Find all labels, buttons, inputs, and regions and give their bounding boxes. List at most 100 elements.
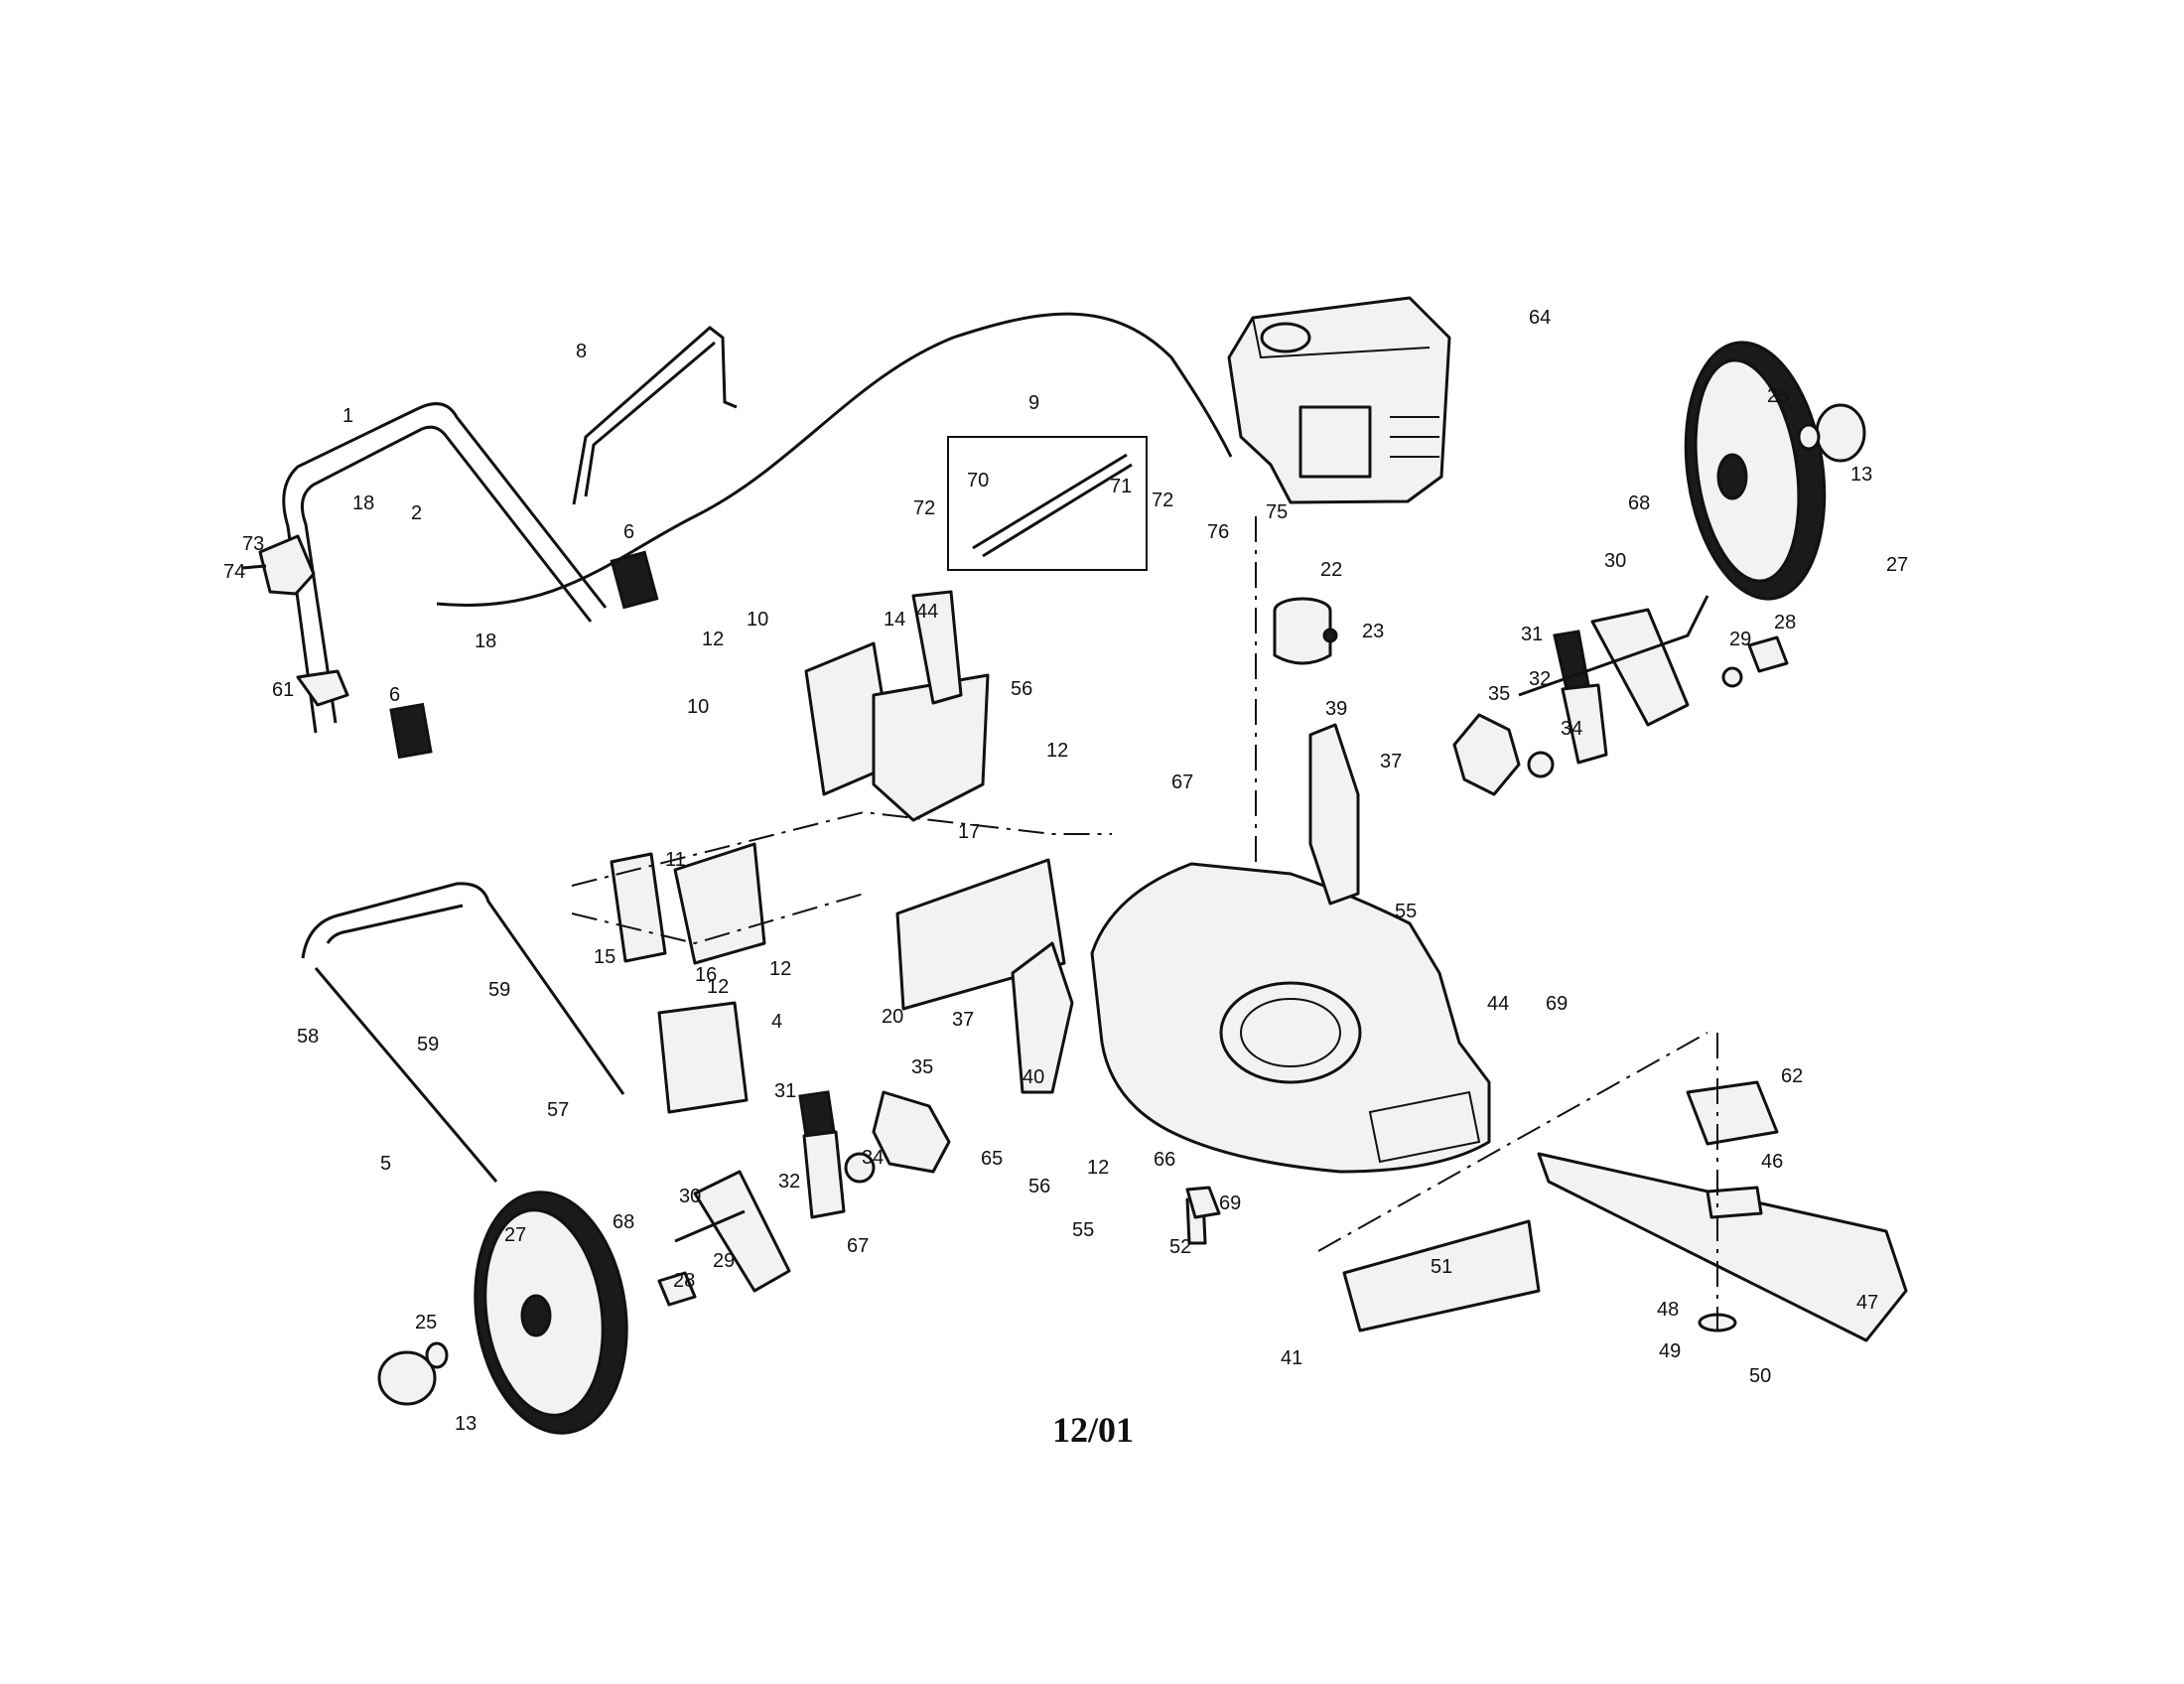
callout-44: 44 (1487, 993, 1509, 1015)
callout-70: 70 (967, 470, 989, 491)
washer-right (1721, 666, 1743, 688)
callout-17: 17 (958, 821, 980, 843)
height-plate-front (1011, 941, 1074, 1094)
handle-knob (389, 702, 433, 760)
callout-49: 49 (1659, 1340, 1681, 1362)
callout-9: 9 (1028, 392, 1039, 414)
callout-6: 6 (623, 521, 634, 543)
callout-16: 16 (695, 964, 717, 986)
callout-67: 67 (847, 1235, 869, 1257)
centerline-frame-2 (571, 893, 865, 945)
callout-10: 10 (747, 609, 768, 631)
lower-handle (301, 882, 625, 1183)
callout-12: 12 (707, 976, 729, 998)
callout-65: 65 (981, 1148, 1003, 1170)
callout-37: 37 (952, 1009, 974, 1031)
hubcap-right (1815, 403, 1866, 463)
rear-chute (872, 673, 990, 822)
height-adjuster-left (693, 1170, 791, 1293)
bolt-left (657, 1271, 697, 1307)
callout-12: 12 (1046, 740, 1068, 762)
callout-35: 35 (1488, 683, 1510, 705)
callout-69: 69 (1546, 993, 1568, 1015)
callout-31: 31 (774, 1080, 796, 1102)
callout-56: 56 (1028, 1176, 1050, 1197)
callout-55: 55 (1395, 901, 1417, 922)
callout-1: 1 (342, 405, 353, 427)
right-wheel (1684, 341, 1827, 601)
callout-40: 40 (1023, 1066, 1044, 1088)
callout-30: 30 (1604, 550, 1626, 572)
callout-46: 46 (1761, 1151, 1783, 1173)
throttle-control (241, 534, 316, 596)
centerline-deck-blade (1317, 1032, 1708, 1252)
upper-handle (282, 402, 659, 734)
callout-12: 12 (769, 958, 791, 980)
callout-72: 72 (1152, 490, 1173, 511)
callout-34: 34 (1561, 718, 1582, 740)
callout-5: 5 (380, 1153, 391, 1175)
callout-29: 29 (1729, 629, 1751, 650)
left-wheel (474, 1191, 628, 1435)
callout-73: 73 (242, 533, 264, 555)
callout-57: 57 (547, 1099, 569, 1121)
callout-32: 32 (778, 1171, 800, 1193)
callout-68: 68 (613, 1211, 634, 1233)
callout-41: 41 (1281, 1347, 1302, 1369)
callout-61: 61 (272, 679, 294, 701)
axle-left (674, 1209, 746, 1243)
callout-25: 25 (1767, 385, 1789, 407)
callout-58: 58 (297, 1026, 319, 1048)
callout-20: 20 (882, 1006, 903, 1028)
mower-deck (1090, 862, 1491, 1174)
callout-50: 50 (1749, 1365, 1771, 1387)
callout-34: 34 (862, 1147, 884, 1169)
callout-15: 15 (594, 946, 615, 968)
bolt-right (1747, 635, 1789, 673)
callout-62: 62 (1781, 1065, 1803, 1087)
callout-66: 66 (1154, 1149, 1175, 1171)
callout-71: 71 (1110, 476, 1132, 497)
callout-2: 2 (411, 502, 422, 524)
callout-47: 47 (1856, 1292, 1878, 1314)
spacer-left (844, 1152, 876, 1184)
callout-28: 28 (1774, 612, 1796, 633)
callout-14: 14 (884, 609, 905, 631)
part-52 (1185, 1186, 1221, 1219)
callout-76: 76 (1207, 521, 1229, 543)
callout-22: 22 (1320, 559, 1342, 581)
mower-blade (1537, 1152, 1908, 1342)
gear-plate-left (872, 1090, 951, 1174)
callout-25: 25 (415, 1312, 437, 1333)
date-code: 12/01 (1052, 1410, 1134, 1450)
wheel-nut-right (1797, 423, 1821, 451)
height-plate-rear (1308, 723, 1360, 906)
callout-55: 55 (1072, 1219, 1094, 1241)
callout-32: 32 (1529, 668, 1551, 690)
callout-64: 64 (1529, 307, 1551, 329)
callout-44: 44 (916, 601, 938, 623)
spacer-right (1527, 751, 1555, 778)
gear-plate-right (1452, 713, 1521, 796)
adjuster-lever-right (1561, 683, 1608, 765)
callout-23: 23 (1362, 621, 1384, 642)
hinge-bracket-left (610, 852, 667, 963)
callout-35: 35 (911, 1056, 933, 1078)
callout-37: 37 (1380, 751, 1402, 772)
callout-75: 75 (1266, 501, 1288, 523)
callout-31: 31 (1521, 624, 1543, 645)
callout-10: 10 (687, 696, 709, 718)
mulch-baffle (1342, 1219, 1541, 1333)
callout-56: 56 (1011, 678, 1032, 700)
axle-right (1518, 595, 1709, 697)
callout-39: 39 (1325, 698, 1347, 720)
engine (1227, 296, 1451, 504)
adjuster-grip-left (798, 1090, 836, 1138)
callout-18: 18 (475, 631, 496, 652)
wheel-nut-left (425, 1341, 449, 1369)
callout-18: 18 (352, 492, 374, 514)
control-cable (436, 312, 1233, 607)
callout-68: 68 (1628, 492, 1650, 514)
